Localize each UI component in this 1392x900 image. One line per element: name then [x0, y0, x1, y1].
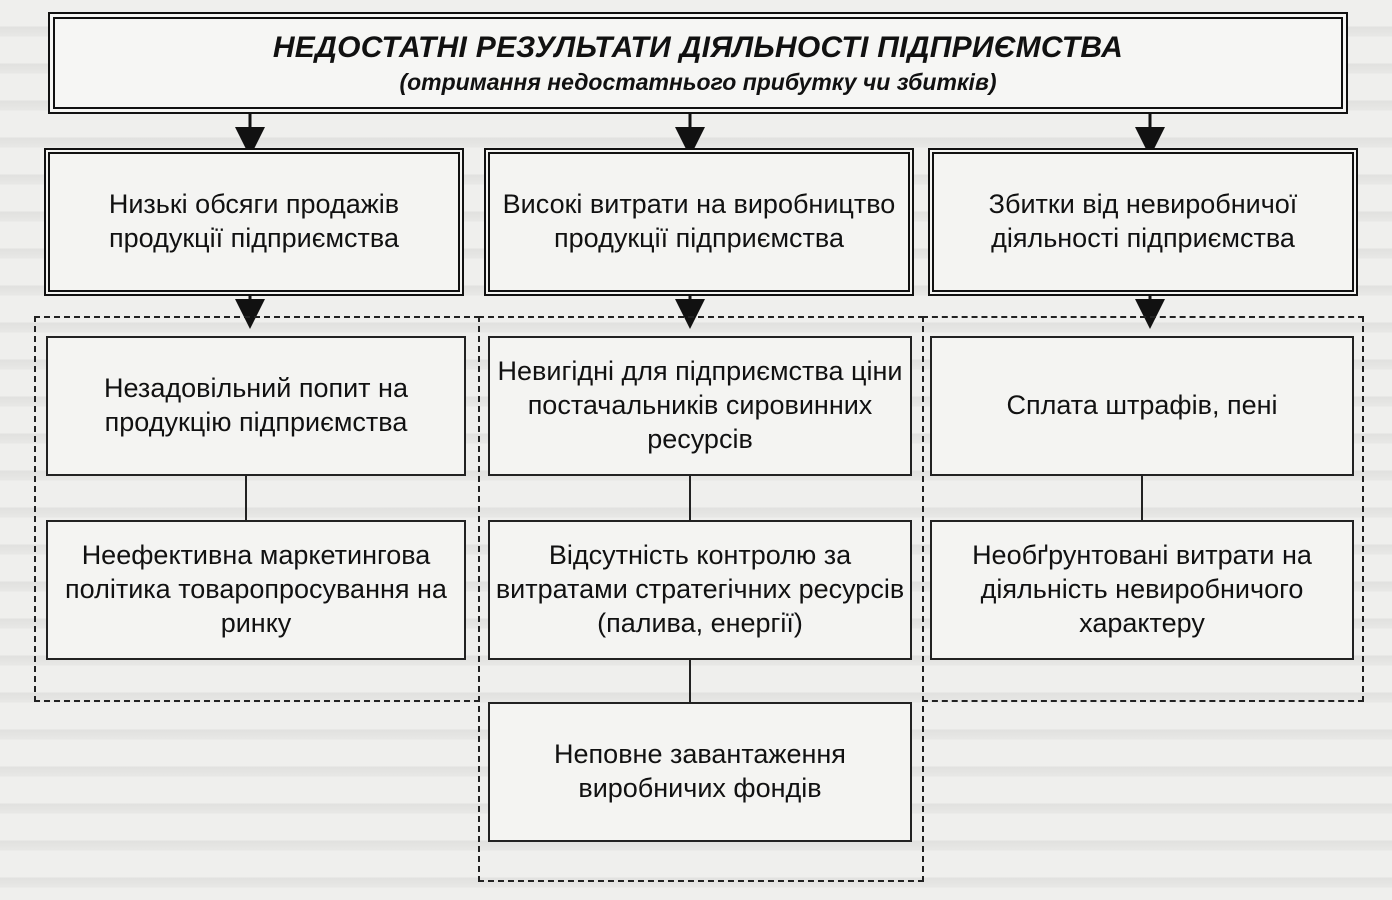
cause-box-left-1: Незадовільний попит на продукцію підприє… [46, 336, 466, 476]
cause-label: Неефективна маркетингова політика товаро… [65, 540, 447, 638]
cause-box-middle-1: Невигідні для підприємства ціни постачал… [488, 336, 912, 476]
header-title: НЕДОСТАТНІ РЕЗУЛЬТАТИ ДІЯЛЬНОСТІ ПІДПРИЄ… [272, 30, 1124, 64]
cause-box-right-2: Необґрунтовані витрати на діяльність нев… [930, 520, 1354, 660]
cause-label: Неповне завантаження виробничих фондів [554, 739, 846, 803]
category-box-costs: Високі витрати на виробництво продукції … [484, 148, 914, 296]
cause-box-middle-2: Відсутність контролю за витратами страте… [488, 520, 912, 660]
header-subtitle: (отримання недостатнього прибутку чи зби… [399, 69, 997, 96]
cause-box-middle-3: Неповне завантаження виробничих фондів [488, 702, 912, 842]
cause-label: Сплата штрафів, пені [1006, 390, 1278, 421]
category-label: Збитки від невиробничої діяльності підпр… [988, 189, 1298, 253]
category-box-losses: Збитки від невиробничої діяльності підпр… [928, 148, 1358, 296]
cause-label: Необґрунтовані витрати на діяльність нев… [972, 540, 1312, 638]
cause-box-right-1: Сплата штрафів, пені [930, 336, 1354, 476]
header-box: НЕДОСТАТНІ РЕЗУЛЬТАТИ ДІЯЛЬНОСТІ ПІДПРИЄ… [48, 12, 1348, 114]
cause-label: Відсутність контролю за витратами страте… [495, 540, 905, 638]
cause-label: Незадовільний попит на продукцію підприє… [104, 373, 408, 437]
cause-box-left-2: Неефективна маркетингова політика товаро… [46, 520, 466, 660]
category-label: Низькі обсяги продажів продукції підприє… [108, 189, 400, 253]
cause-label: Невигідні для підприємства ціни постачал… [497, 356, 903, 454]
category-box-sales: Низькі обсяги продажів продукції підприє… [44, 148, 464, 296]
category-label: Високі витрати на виробництво продукції … [502, 189, 896, 253]
